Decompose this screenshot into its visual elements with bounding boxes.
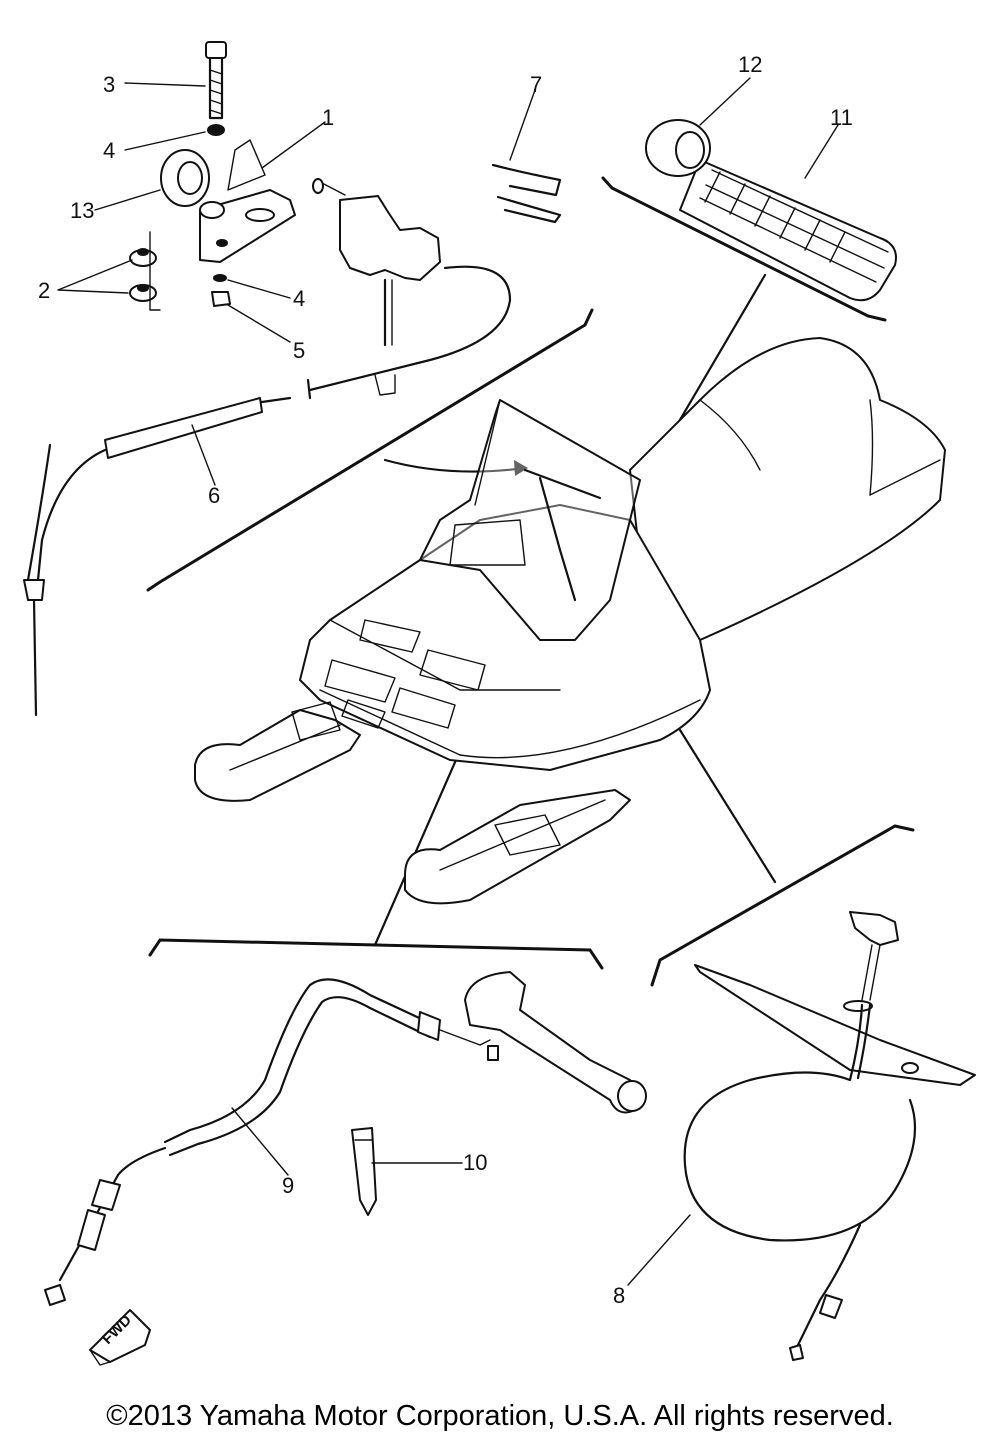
callout-1: 1 bbox=[322, 105, 334, 130]
callout-10: 10 bbox=[463, 1150, 487, 1175]
grip-part-11 bbox=[679, 159, 897, 302]
end-cap-part-12 bbox=[645, 119, 711, 177]
brake-lever bbox=[464, 971, 647, 1114]
callout-8: 8 bbox=[613, 1283, 625, 1308]
cable-tie-part-10 bbox=[351, 1127, 377, 1216]
throttle-housing bbox=[312, 178, 441, 347]
brake-cable-part-9 bbox=[44, 978, 499, 1306]
spacer-part-2 bbox=[129, 231, 161, 311]
callout-7: 7 bbox=[530, 72, 542, 97]
snowmobile-illustration bbox=[194, 337, 946, 905]
callout-12: 12 bbox=[738, 52, 762, 77]
throttle-parts-group bbox=[23, 41, 512, 717]
callout-labels: 3 4 13 1 2 4 5 6 7 12 11 9 10 8 FWD bbox=[38, 52, 853, 1348]
callout-5: 5 bbox=[293, 338, 305, 363]
bolt-part-3 bbox=[205, 41, 227, 120]
grommet-part-13 bbox=[160, 149, 210, 207]
copyright-notice: ©2013 Yamaha Motor Corporation, U.S.A. A… bbox=[106, 1400, 894, 1432]
callout-4-upper: 4 bbox=[103, 138, 115, 163]
clip-part-7 bbox=[491, 163, 562, 224]
callout-2: 2 bbox=[38, 278, 50, 303]
callout-4-lower: 4 bbox=[293, 286, 305, 311]
callout-3: 3 bbox=[103, 72, 115, 97]
bracket-part-1 bbox=[199, 139, 296, 263]
callout-11: 11 bbox=[830, 105, 853, 130]
stop-switch bbox=[849, 911, 899, 1001]
brake-parts-group bbox=[44, 971, 647, 1366]
callout-9: 9 bbox=[282, 1173, 294, 1198]
stop-cable-part-8 bbox=[683, 1003, 917, 1361]
callout-leaders bbox=[57, 77, 839, 1286]
callout-13: 13 bbox=[70, 198, 94, 223]
callout-6: 6 bbox=[208, 483, 220, 508]
throttle-cable-part-6 bbox=[23, 265, 512, 717]
stop-switch-group bbox=[683, 911, 976, 1361]
parts-diagram: 3 4 13 1 2 4 5 6 7 12 11 9 10 8 FWD bbox=[23, 41, 976, 1366]
hood-grilles bbox=[324, 619, 486, 729]
fwd-mark bbox=[89, 1309, 151, 1366]
